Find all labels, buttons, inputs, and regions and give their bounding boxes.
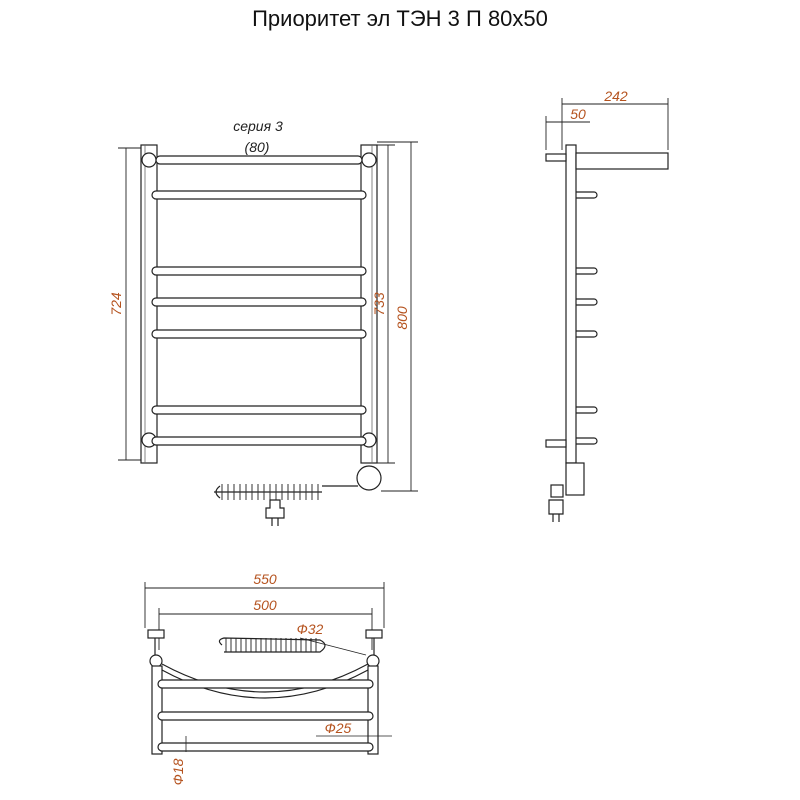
rung-stub	[576, 437, 598, 445]
series-label: серия 3	[233, 118, 283, 134]
rung-stub	[576, 330, 598, 338]
side-riser	[565, 144, 577, 464]
rung-stub	[576, 298, 598, 306]
curved-bar	[161, 663, 369, 693]
side-heater-knob	[550, 484, 564, 498]
plan-rung	[157, 742, 374, 752]
coiled-cable-turns	[221, 484, 319, 500]
rung	[151, 297, 367, 307]
top-bar	[155, 155, 363, 165]
dim-height-inner: 724	[108, 292, 124, 316]
rung-stub	[576, 191, 598, 199]
heater-cable	[214, 485, 358, 493]
page-title: Приоритет эл ТЭН 3 П 80х50	[252, 6, 548, 31]
rung	[151, 266, 367, 276]
heater-housing	[356, 465, 382, 491]
rung-stub	[576, 267, 598, 275]
dim-depth-total: 242	[603, 88, 628, 104]
wall-bracket-top	[545, 153, 567, 162]
wall-bracket-bottom	[545, 439, 567, 448]
side-top-bar	[575, 152, 669, 170]
dim-rung-diameter: Ф18	[170, 758, 186, 785]
top-mount-right	[365, 629, 383, 639]
series-value: (80)	[245, 139, 270, 155]
plan-coil-turns	[225, 638, 317, 652]
front-view	[118, 141, 418, 526]
plan-rung	[157, 679, 374, 689]
side-view	[545, 98, 669, 522]
dim-heater-diameter: Ф32	[297, 621, 324, 637]
rung	[151, 190, 367, 200]
top-right-connector	[361, 152, 377, 168]
top-view	[144, 582, 392, 755]
plug-icon	[265, 499, 285, 519]
dim-pipe-diameter: Ф25	[325, 720, 352, 736]
plan-right-riser	[367, 665, 379, 755]
dim-height-total: 800	[394, 306, 410, 330]
top-connector-right	[366, 654, 380, 668]
plan-coil-outline	[218, 637, 326, 653]
dim-height-mid: 733	[371, 292, 387, 316]
dim-width-total: 550	[253, 571, 277, 587]
rung-stub	[576, 406, 598, 414]
top-mount-left	[147, 629, 165, 639]
side-plug-icon	[548, 499, 564, 515]
top-connector-left	[149, 654, 163, 668]
rung	[151, 436, 367, 446]
side-heater-block	[565, 462, 585, 496]
plan-rung	[157, 711, 374, 721]
rung	[151, 405, 367, 415]
plan-left-riser	[151, 665, 163, 755]
top-left-connector	[141, 152, 157, 168]
rung	[151, 329, 367, 339]
dim-depth-mount: 50	[570, 106, 586, 122]
dim-width-axis: 500	[253, 597, 277, 613]
